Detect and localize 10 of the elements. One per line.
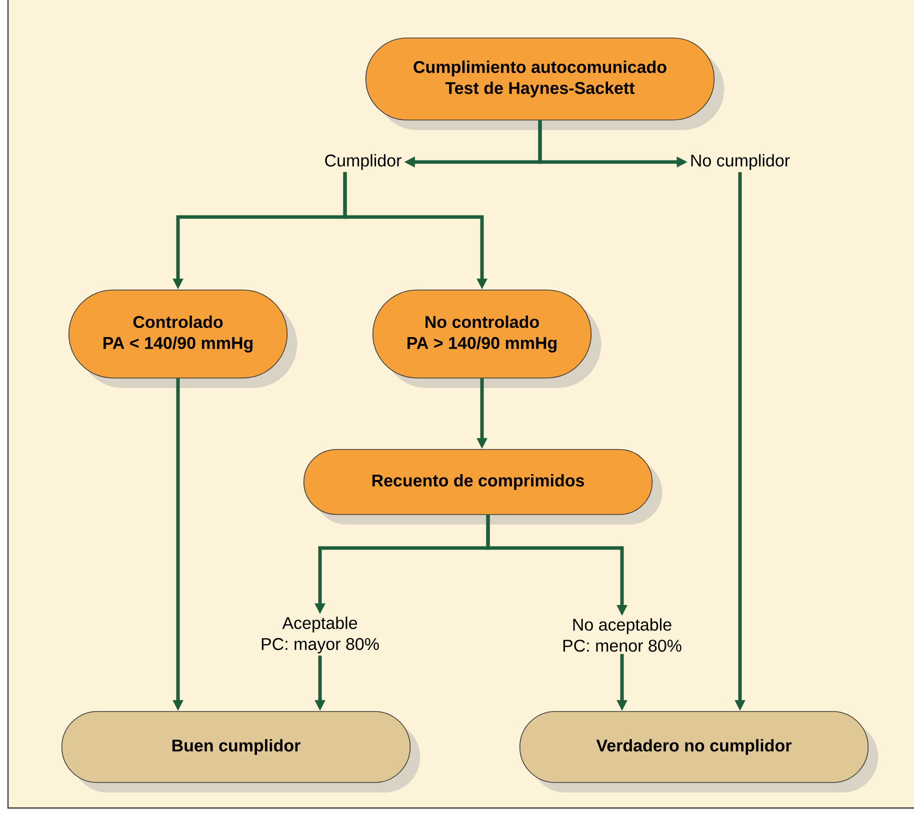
- branch-label: Cumplidor: [325, 154, 402, 170]
- branch-label: No aceptable PC: menor 80%: [563, 618, 682, 652]
- process-box: Recuento de comprimidos: [303, 449, 662, 524]
- process-box: Controlado PA < 140/90 mmHg: [68, 290, 298, 388]
- branch-label: No cumplidor: [691, 154, 790, 170]
- result-box: Verdadero no cumplidor: [519, 711, 878, 792]
- process-box: No controlado PA > 140/90 mmHg: [372, 290, 602, 388]
- result-box: Buen cumplidor: [61, 711, 420, 792]
- process-box: Cumplimiento autocomunicado Test de Haynes-Sackett: [365, 38, 724, 130]
- branch-label: Aceptable PC: mayor 80%: [262, 616, 379, 654]
